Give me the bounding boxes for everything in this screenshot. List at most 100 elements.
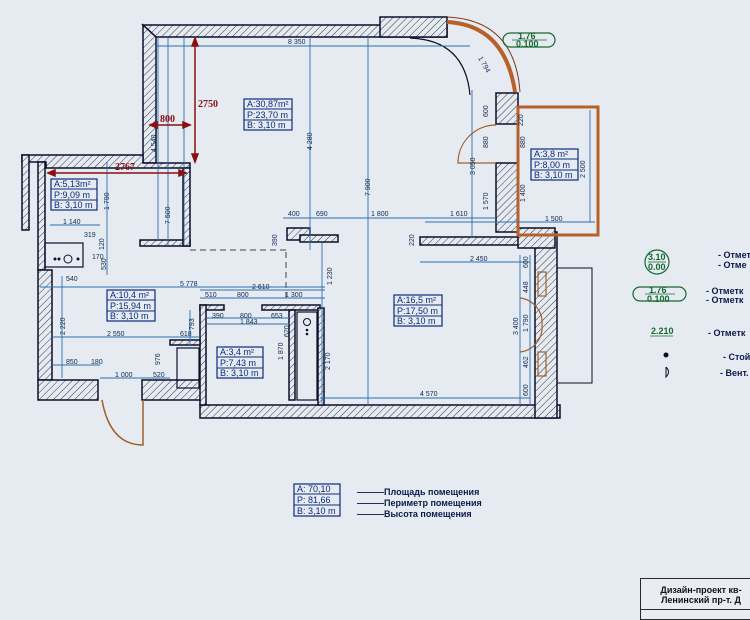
wall-left-inner (37, 161, 46, 271)
dim-1790b: 1 790 (523, 314, 530, 332)
legend-desc: - Отметк (706, 286, 744, 296)
height-label: ———Высота помещения (357, 509, 472, 519)
dim-800b: 800 (237, 292, 249, 299)
room-tag-bedroom[interactable]: A:16,5 m² P:17,50 m B: 3,10 m (393, 294, 443, 327)
dim-1800: 1 800 (371, 211, 389, 218)
room-area: A:3,8 m² (534, 149, 568, 159)
dim-1230: 1 230 (327, 267, 334, 285)
total-perimeter: P: 81,66 (297, 495, 331, 505)
legend-desc: - Отметк (708, 328, 746, 338)
dim-520: 520 (153, 372, 165, 379)
shower-icon (303, 318, 311, 326)
project-address: Ленинский пр-т. Д (661, 595, 741, 605)
dim-1790: 1 790 (104, 192, 111, 210)
dim-3050: 3 050 (470, 157, 477, 175)
door-living-balcony (457, 124, 497, 164)
elevation-mark-window: 1.76 0.100 (502, 31, 556, 49)
vent-icon (665, 366, 669, 379)
legend-desc: - Отме (718, 260, 747, 270)
dim-170: 170 (92, 254, 104, 261)
dim-120: 120 (99, 238, 106, 250)
wall-bottom-mid (141, 379, 206, 401)
curved-window-outline (446, 16, 521, 93)
room-height: B: 3,10 m (220, 368, 259, 378)
room-perimeter: P:17,50 m (397, 306, 438, 316)
room-height: B: 3,10 m (397, 316, 436, 326)
dim-7900: 7 900 (365, 178, 372, 196)
dim-2500: 2 500 (580, 160, 587, 178)
wall-bedroom-top (419, 236, 521, 246)
wall-top-right-block (379, 16, 448, 38)
perimeter-label: ———Периметр помещения (357, 498, 482, 508)
room-height: B: 3,10 m (247, 120, 286, 130)
inner-arc (409, 37, 471, 96)
legend-column: - Стой (723, 352, 750, 362)
shower-dot-2 (305, 332, 309, 336)
dim-3400: 3 400 (513, 317, 520, 335)
dim-2610: 2 610 (252, 284, 270, 291)
room-perimeter: P:8,00 m (534, 160, 570, 170)
wall-wc-top (21, 154, 191, 169)
dim-540: 540 (66, 276, 78, 283)
dimension-lines (40, 37, 595, 405)
dim-1500: 1 500 (545, 216, 563, 223)
dim-448: 448 (523, 281, 530, 293)
outer-box-right (556, 267, 593, 384)
dim-2450: 2 450 (470, 256, 488, 263)
dim-red-2750: 2750 (198, 99, 218, 110)
dim-510: 510 (205, 292, 217, 299)
room-height: B: 3,10 m (110, 311, 149, 321)
dim-600b: 600 (523, 256, 530, 268)
dim-530: 530 (101, 258, 108, 270)
title-block-divider (641, 609, 750, 618)
legend-mark-lower: 0.00 (648, 262, 666, 272)
room-tag-balcony[interactable]: A:3,8 m² P:8,00 m B: 3,10 m (530, 148, 579, 181)
wc-fixture (44, 242, 84, 268)
column-icon (663, 352, 669, 358)
legend-mark-plain: 2.210 - Отметк (650, 326, 746, 338)
dim-red-2767: 2767 (115, 162, 135, 173)
room-tag-wc[interactable]: A:5,13m² P:9,09 m B: 3,10 m (50, 178, 98, 211)
dim-2220: 2 220 (60, 317, 67, 335)
dim-400: 400 (288, 211, 300, 218)
dim-620: 620 (284, 325, 291, 337)
dim-390b: 390 (212, 313, 224, 320)
dim-1400: 1 400 (520, 184, 527, 202)
room-area: A:5,13m² (54, 179, 91, 189)
project-title: Дизайн-проект кв- (660, 585, 742, 595)
dim-4570: 4 570 (420, 391, 438, 398)
legend-mark-upper: 1.76 (649, 285, 667, 295)
elevation-lower: 0.100 (516, 39, 539, 49)
shower-dot-1 (305, 328, 309, 332)
room-area: A:3,4 m² (220, 347, 254, 357)
room-tag-living[interactable]: A:30,87m² P:23,70 m B: 3,10 m (243, 98, 293, 131)
curved-window (446, 20, 517, 93)
dim-2170: 2 170 (325, 352, 332, 370)
wall-bottom-left (37, 379, 99, 401)
room-perimeter: P:23,70 m (247, 110, 288, 120)
legend-vent: - Вент. (720, 368, 749, 378)
dim-220b: 220 (409, 234, 416, 246)
legend-mark-upper: 2.210 (651, 326, 674, 336)
window-right-1 (537, 271, 547, 297)
door-entrance (101, 399, 144, 446)
dim-800c: 800 (240, 313, 252, 320)
totals-legend: A: 70,10 P: 81,66 B: 3,10 m ———Площадь п… (293, 483, 482, 519)
dim-850: 850 (66, 359, 78, 366)
wall-bedroom-top-right (517, 227, 556, 249)
dim-180: 180 (91, 359, 103, 366)
dim-1843: 1 843 (240, 319, 258, 326)
elevation-upper: 1.76 (518, 31, 536, 41)
wall-bottom-main (199, 404, 561, 419)
room-tag-bath[interactable]: A:3,4 m² P:7,43 m B: 3,10 m (216, 346, 264, 379)
room-tag-hall[interactable]: A:10,4 m² P:15,94 m B: 3,10 m (106, 289, 156, 322)
fixture-dot-1 (53, 257, 57, 261)
dim-319: 319 (84, 232, 96, 239)
dim-390: 390 (272, 234, 279, 246)
room-perimeter: P:9,09 m (54, 190, 90, 200)
balcony-frame (516, 105, 600, 237)
wall-hall-mid (169, 339, 201, 346)
hall-cabinet (176, 347, 200, 389)
dim-880a: 880 (483, 136, 490, 148)
